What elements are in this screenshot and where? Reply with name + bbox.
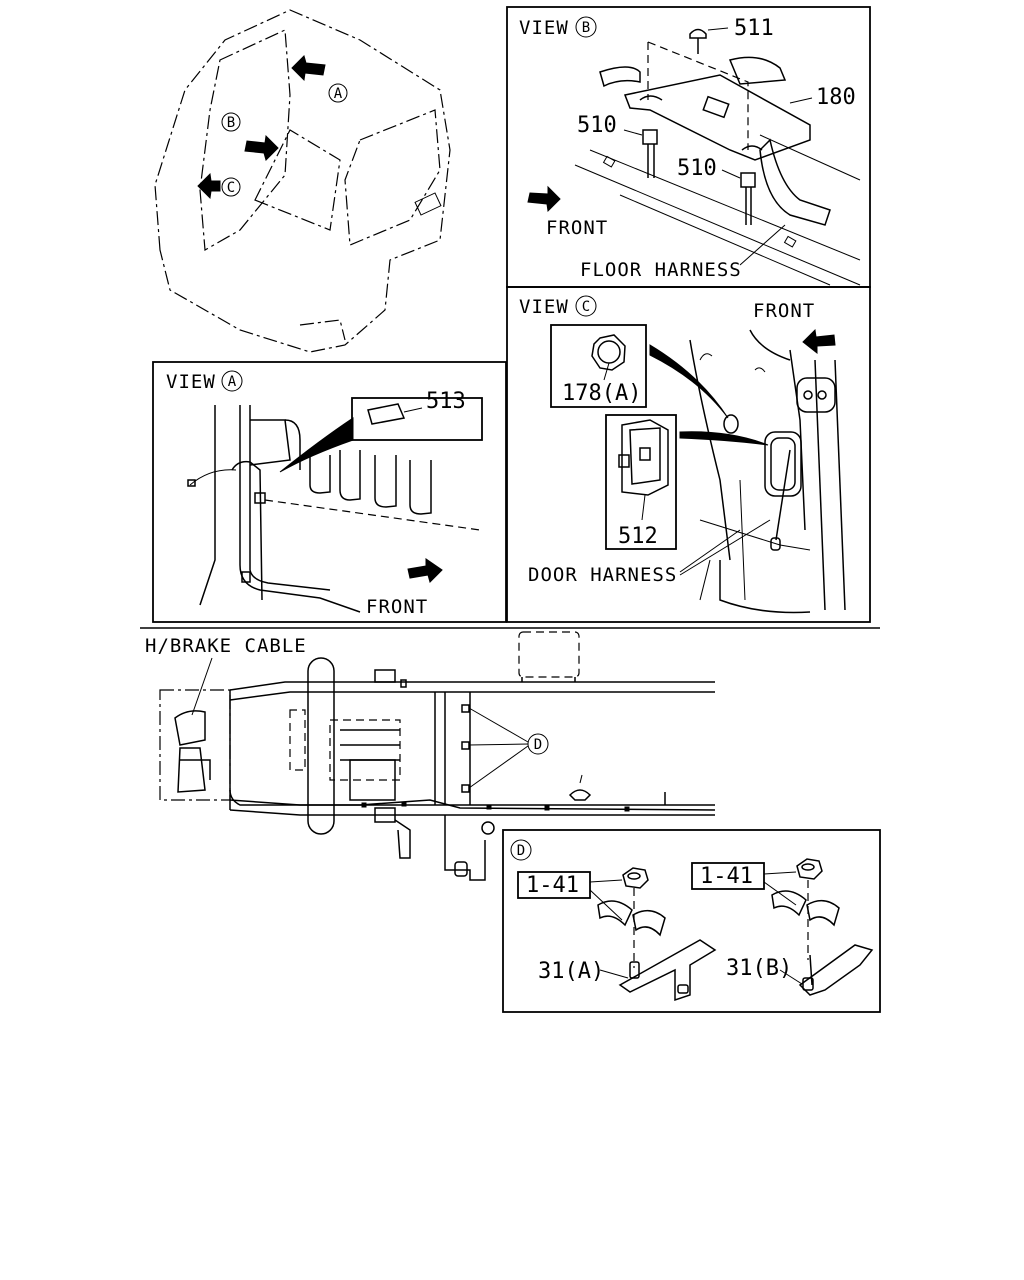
cab-overview: A B C bbox=[154, 9, 451, 353]
view-b-circle bbox=[575, 16, 597, 38]
view-b-title: VIEW bbox=[519, 17, 569, 39]
part-513-label: 513 bbox=[426, 389, 466, 414]
detail-d-letter: D bbox=[517, 843, 525, 859]
view-a-circle bbox=[221, 370, 243, 392]
brake-cable-label: H/BRAKE CABLE bbox=[145, 635, 307, 657]
pointer-178a-icon bbox=[649, 344, 729, 419]
arrow-b-icon bbox=[244, 134, 279, 161]
front-arrow-b-icon bbox=[527, 185, 561, 213]
marker-d-circle bbox=[527, 733, 549, 755]
view-a-title: VIEW bbox=[166, 371, 216, 393]
ref-left-label: 1-41 bbox=[526, 873, 579, 898]
ref-right-box bbox=[691, 862, 765, 890]
view-c-circle bbox=[575, 295, 597, 317]
chassis-view: H/BRAKE CABLE bbox=[145, 631, 716, 881]
marker-b-label: B bbox=[227, 115, 235, 131]
door-harness-label: DOOR HARNESS bbox=[528, 564, 677, 586]
front-arrow-a-icon bbox=[407, 558, 443, 583]
pointer-513-icon bbox=[279, 417, 354, 473]
part-178a-label: 178(A) bbox=[562, 381, 641, 406]
view-a-panel: VIEW A 513 FRONT bbox=[152, 361, 507, 623]
marker-c-label: C bbox=[227, 180, 235, 196]
arrow-c-icon bbox=[197, 172, 221, 200]
marker-c-circle bbox=[221, 177, 241, 197]
floor-harness-label: FLOOR HARNESS bbox=[580, 259, 742, 281]
ref-right-label: 1-41 bbox=[700, 864, 753, 889]
part-512-box bbox=[605, 414, 677, 550]
part-31b-label: 31(B) bbox=[726, 956, 792, 981]
view-c-front-label: FRONT bbox=[753, 300, 815, 322]
part-178a-box bbox=[550, 324, 647, 408]
ref-left-box bbox=[517, 871, 591, 899]
part-510-left-label: 510 bbox=[577, 113, 617, 138]
part-510-right-label: 510 bbox=[677, 156, 717, 181]
view-c-letter: C bbox=[582, 299, 590, 315]
marker-a-circle bbox=[328, 83, 348, 103]
front-arrow-c-icon bbox=[802, 328, 836, 355]
marker-b-circle bbox=[221, 112, 241, 132]
marker-d-label: D bbox=[534, 737, 542, 753]
pointer-512-icon bbox=[679, 431, 769, 446]
part-31a-label: 31(A) bbox=[538, 959, 604, 984]
view-b-front-label: FRONT bbox=[546, 217, 608, 239]
part-512-label: 512 bbox=[618, 524, 658, 549]
view-a-front-label: FRONT bbox=[366, 596, 428, 618]
detail-d-panel: D 1-41 31(A) 1-41 31(B) bbox=[502, 829, 881, 1013]
view-b-panel: VIEW B 511 180 510 510 bbox=[506, 6, 871, 288]
view-b-letter: B bbox=[582, 20, 590, 36]
view-a-letter: A bbox=[228, 374, 237, 390]
detail-d-circle bbox=[510, 839, 532, 861]
part-513-box bbox=[351, 397, 483, 441]
view-c-title: VIEW bbox=[519, 296, 569, 318]
marker-a-label: A bbox=[334, 86, 343, 102]
part-511-label: 511 bbox=[734, 16, 774, 41]
part-180-label: 180 bbox=[816, 85, 856, 110]
arrow-a-icon bbox=[291, 55, 326, 82]
view-c-panel: VIEW C FRONT 178(A) bbox=[506, 286, 871, 623]
